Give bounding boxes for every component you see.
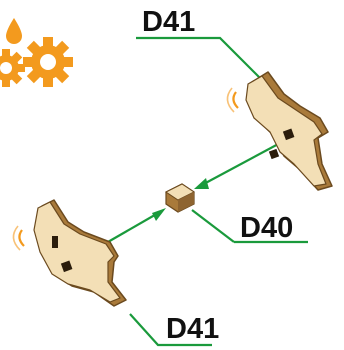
part-label-middle: D40 <box>240 212 293 244</box>
small-gear-icon <box>0 49 25 87</box>
top-assembly-line <box>199 141 283 187</box>
assembly-arrowheads <box>152 178 209 221</box>
motion-arc-bottom <box>18 229 25 247</box>
wood-part-top-d41 <box>226 71 333 191</box>
top-label-leader <box>136 36 263 81</box>
part-label-top: D41 <box>142 6 195 38</box>
wood-block-d40 <box>165 183 195 213</box>
gears-with-oil-drop-icon <box>0 18 73 87</box>
motion-arc-top <box>232 91 239 109</box>
wood-part-bottom-d41 <box>12 199 127 307</box>
arrow-into-block-left <box>152 208 166 221</box>
oil-drop-icon <box>6 18 22 44</box>
arrow-into-block-right <box>194 178 209 189</box>
middle-label-leader <box>191 209 235 243</box>
large-gear-icon <box>23 37 73 87</box>
bottom-label-leader <box>129 313 212 347</box>
part-label-bottom: D41 <box>166 313 219 345</box>
